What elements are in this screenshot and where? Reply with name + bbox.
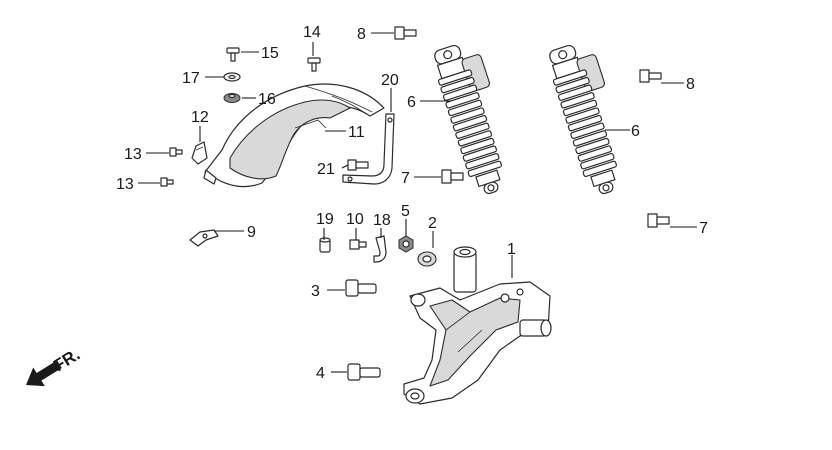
grommet-16-part: [223, 93, 241, 103]
collar-2-part: [417, 251, 437, 267]
bolt-8b-part: [639, 69, 662, 83]
bolt-7a-part: [441, 169, 464, 184]
front-direction-indicator: FR.: [26, 345, 83, 387]
callout-11: 11: [348, 124, 365, 141]
bolt-14-part: [307, 57, 321, 72]
leader-lines: [138, 32, 697, 373]
bolt-10-part: [349, 239, 367, 250]
callout-19: 19: [316, 211, 334, 228]
bolt-8a-part: [394, 26, 417, 40]
callout-15: 15: [261, 45, 279, 62]
callout-8-right: 8: [686, 76, 695, 93]
bolt-7b-part: [647, 213, 670, 228]
callout-13-upper: 13: [124, 146, 142, 163]
engine-bracket-1-part: [403, 246, 552, 405]
clip-12-part: [191, 141, 208, 165]
stay-20-part: [342, 113, 395, 185]
bolt-15-part: [226, 47, 240, 62]
callout-1: 1: [507, 241, 516, 258]
bolt-21-part: [347, 159, 369, 171]
callout-20: 20: [381, 72, 399, 89]
screw-13b-part: [160, 177, 174, 187]
shock-absorber-left-part: [434, 44, 502, 195]
callout-14: 14: [303, 24, 321, 41]
callout-7-right: 7: [699, 220, 708, 237]
callout-18: 18: [373, 212, 391, 229]
washer-17-part: [223, 72, 241, 82]
callout-6-left: 6: [407, 94, 416, 111]
callout-12: 12: [191, 109, 209, 126]
shock-absorber-right-part: [549, 44, 617, 195]
callout-7-left: 7: [401, 170, 410, 187]
hose-18-part: [373, 235, 387, 263]
callout-9: 9: [247, 224, 256, 241]
callout-13-lower: 13: [116, 176, 134, 193]
bolt-3-part: [345, 279, 377, 297]
callout-6-right: 6: [631, 123, 640, 140]
rear-fender-part: [203, 83, 385, 188]
arrow-down-left-icon: [26, 360, 62, 387]
nut-5-part: [398, 235, 414, 253]
bolt-4-part: [347, 363, 381, 381]
callout-4: 4: [316, 365, 325, 382]
screw-13a-part: [169, 147, 183, 157]
callout-2: 2: [428, 215, 437, 232]
callout-10: 10: [346, 211, 364, 228]
collar-19-part: [319, 237, 331, 253]
callout-21: 21: [317, 161, 335, 178]
callout-3: 3: [311, 283, 320, 300]
callout-17: 17: [182, 70, 200, 87]
callout-8-top: 8: [357, 26, 366, 43]
callout-16: 16: [258, 91, 276, 108]
callout-5: 5: [401, 203, 410, 220]
bracket-9-part: [189, 229, 219, 247]
